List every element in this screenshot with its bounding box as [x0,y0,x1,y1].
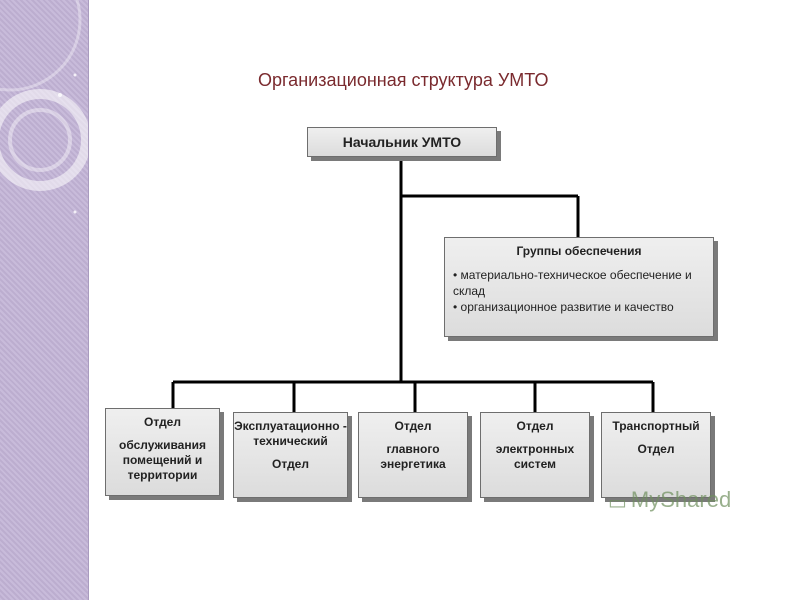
department-box-transport: Транспортный Отдел [601,412,711,498]
department-box-electronics: Отдел электронных систем [480,412,590,498]
department-box-technical: Эксплуатационно - технический Отдел [233,412,348,498]
department-line-1: Отдел [394,419,432,433]
groups-item: • организационное развитие и качество [453,300,674,314]
groups-box: Группы обеспечения • материально-техниче… [444,237,714,337]
department-line-1: Транспортный [612,419,700,433]
presentation-icon: ▭ [608,492,627,514]
department-line-1: Эксплуатационно - технический [234,419,347,448]
watermark: ▭MyShared [608,487,731,515]
department-box-maintenance: Отдел обслуживания помещений и территори… [105,408,220,496]
department-line-2: обслуживания помещений и территории [119,438,206,482]
groups-title: Группы обеспечения [516,244,642,258]
head-label: Начальник УМТО [342,134,462,150]
department-line-2: Отдел [272,457,309,471]
department-line-2: главного энергетика [380,442,446,471]
department-line-2: электронных систем [495,442,575,471]
page-title: Организационная структура УМТО [258,70,549,90]
department-line-1: Отдел [144,415,181,429]
department-line-1: Отдел [516,419,554,433]
department-box-energy: Отдел главного энергетика [358,412,468,498]
head-box: Начальник УМТО [307,127,497,157]
department-line-2: Отдел [637,442,675,456]
left-decorative-band [0,0,89,600]
decorative-circles [0,0,88,214]
watermark-text: MyShared [630,487,732,512]
groups-item: • материально-техническое обеспечение и … [453,268,692,298]
